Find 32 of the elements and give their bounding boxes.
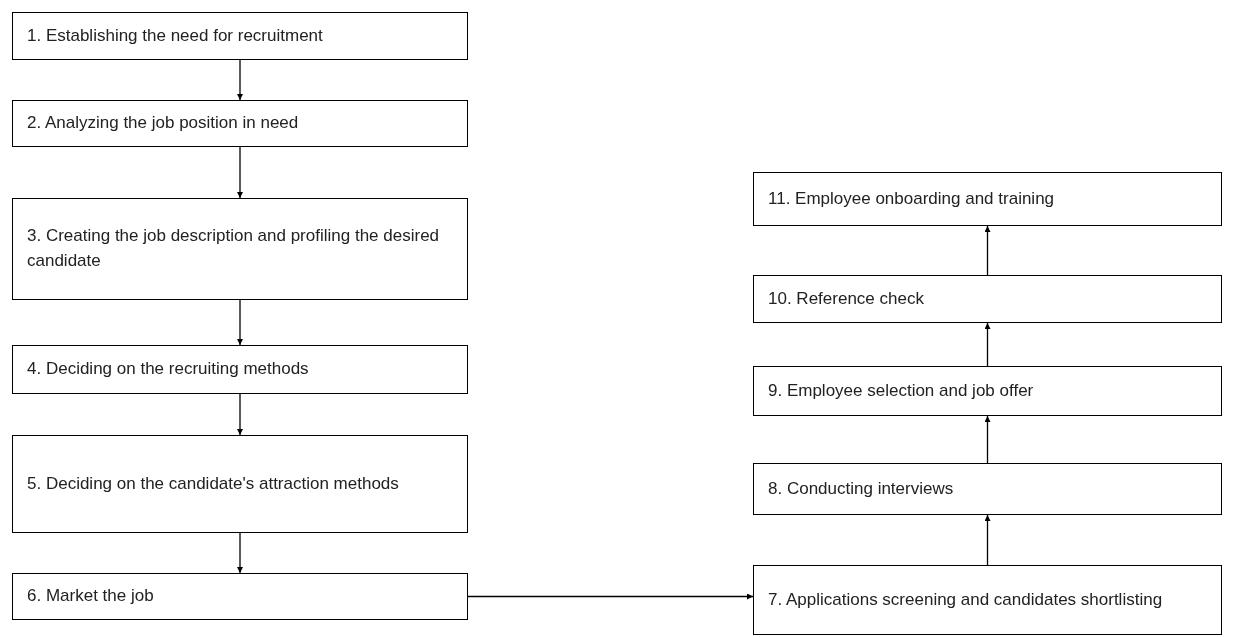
step-label: 11. Employee onboarding and training — [768, 187, 1055, 210]
arrow — [237, 146, 243, 199]
step-label: 6. Market the job — [27, 585, 154, 608]
process-box — [12, 435, 468, 533]
step-label: 5. Deciding on the candidate's attraction methods — [27, 472, 399, 495]
process-box — [753, 275, 1222, 323]
arrow — [237, 59, 243, 101]
process-box — [753, 565, 1222, 635]
step-label: 9. Employee selection and job offer — [768, 379, 1034, 402]
arrow — [984, 514, 991, 566]
arrow — [984, 225, 991, 276]
process-box — [753, 172, 1222, 226]
process-box — [12, 573, 468, 620]
arrow — [984, 415, 991, 464]
step-label: 8. Conducting interviews — [768, 477, 954, 500]
arrow — [237, 532, 243, 574]
process-box — [12, 12, 468, 60]
step-label: 10. Reference check — [768, 287, 924, 310]
process-box — [753, 366, 1222, 416]
step-label: 4. Deciding on the recruiting methods — [27, 358, 309, 381]
arrow — [984, 322, 991, 367]
arrow — [237, 393, 243, 436]
process-box — [12, 198, 468, 300]
process-box — [12, 345, 468, 394]
step-label: 3. Creating the job description and profiling the desired candidate — [27, 225, 441, 272]
step-label: 2. Analyzing the job position in need — [27, 112, 299, 135]
arrow — [467, 593, 754, 600]
step-label: 7. Applications screening and candidates shortlisting — [768, 588, 1163, 611]
process-box — [753, 463, 1222, 515]
arrow — [237, 299, 243, 346]
process-box — [12, 100, 468, 147]
step-label: 1. Establishing the need for recruitment — [27, 24, 323, 47]
